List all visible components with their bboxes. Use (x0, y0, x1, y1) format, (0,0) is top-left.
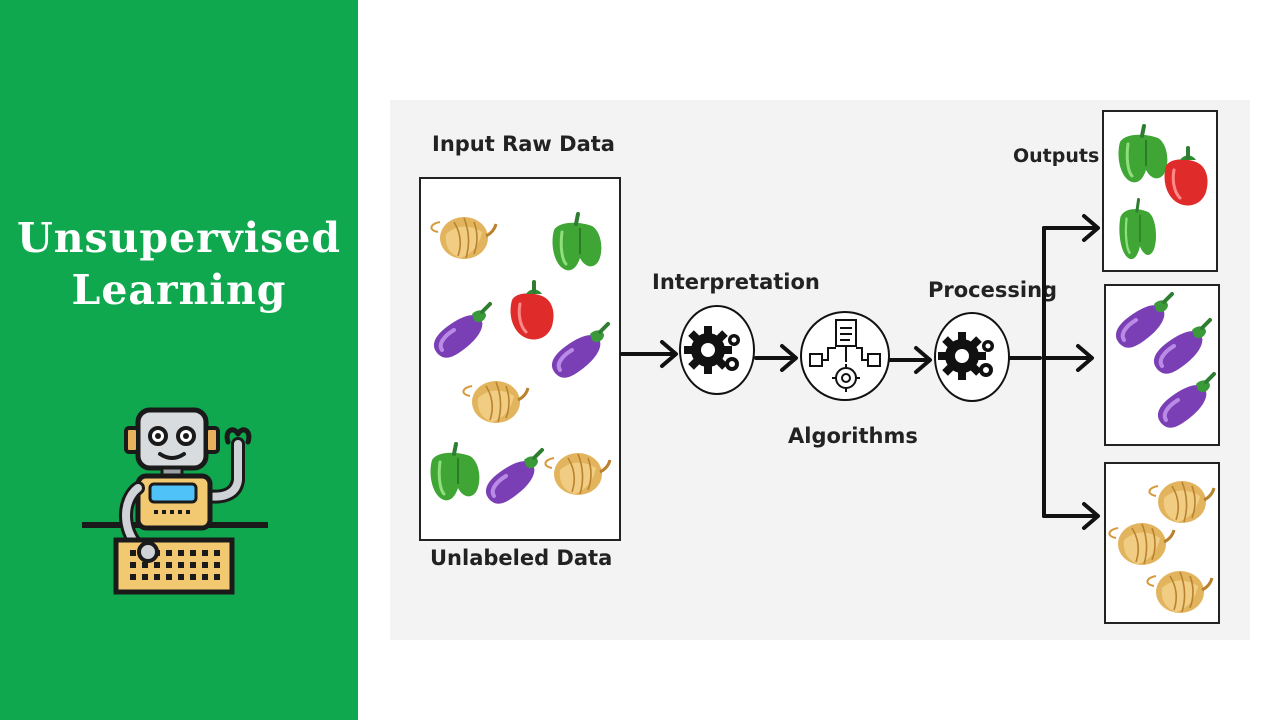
eggplant-icon (483, 448, 544, 506)
interpretation-label: Interpretation (652, 270, 820, 294)
output-eggplants (1113, 292, 1216, 430)
arrow-icon (1042, 502, 1100, 530)
eggplant-icon (549, 322, 610, 380)
green-pepper-icon (428, 442, 482, 503)
eggplant-icon (1155, 372, 1216, 430)
arrow-icon (1042, 344, 1094, 372)
green-pepper-icon (550, 212, 604, 273)
arrow-icon (620, 340, 678, 368)
robot-icon (82, 407, 268, 595)
input-title: Input Raw Data (432, 132, 615, 156)
output-peppers (1116, 124, 1210, 259)
green-pepper-icon (1116, 124, 1170, 185)
onion-icon (1147, 479, 1216, 525)
onion-icon (1145, 569, 1214, 615)
outputs-label: Outputs (1013, 145, 1100, 167)
panel-title-line-2: Learning (71, 266, 287, 314)
left-panel: Unsupervised Learning (0, 0, 358, 720)
interpretation-node (679, 305, 755, 395)
algorithm-icon (809, 319, 881, 392)
algorithms-node (800, 311, 890, 401)
onion-icon (1107, 521, 1176, 567)
processing-label: Processing (928, 278, 1058, 302)
input-vegetables (428, 212, 612, 506)
green-pepper-icon (1119, 200, 1156, 259)
panel-title: Unsupervised Learning (0, 212, 358, 316)
input-caption: Unlabeled Data (430, 546, 613, 570)
algorithms-label: Algorithms (788, 424, 918, 448)
eggplant-icon (1151, 318, 1212, 376)
arrow-icon (1042, 214, 1100, 242)
red-pepper-icon (1162, 146, 1210, 208)
arrow-icon (888, 346, 932, 374)
onion-icon (543, 451, 612, 497)
red-pepper-icon (508, 280, 556, 342)
eggplant-icon (1113, 292, 1174, 350)
arrow-icon (754, 344, 798, 372)
onion-icon (461, 379, 530, 425)
eggplant-icon (431, 302, 492, 360)
panel-title-line-1: Unsupervised (16, 214, 342, 262)
processing-node (934, 312, 1010, 402)
onion-icon (429, 215, 498, 261)
output-onions (1107, 479, 1216, 615)
